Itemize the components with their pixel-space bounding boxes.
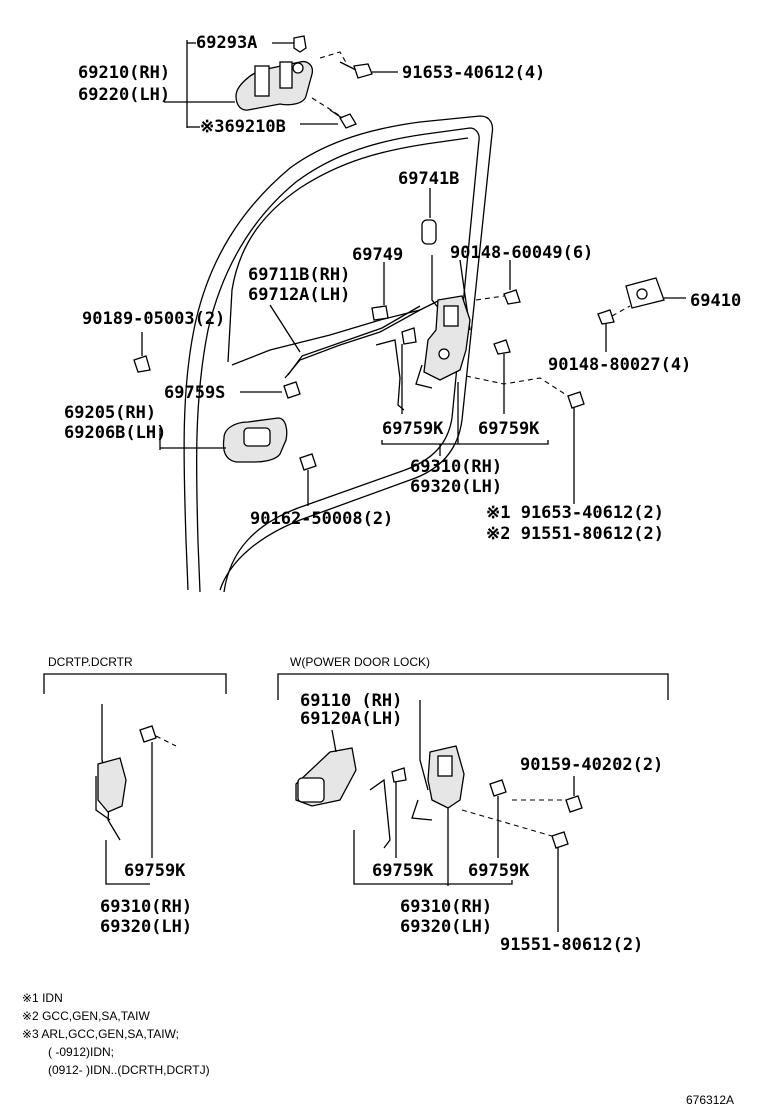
label-69759s: 69759S <box>164 383 225 403</box>
note-5: (0912- )IDN..(DCRTH,DCRTJ) <box>48 1063 210 1077</box>
bracket-69310-top <box>381 382 549 456</box>
clip-90189 <box>133 332 151 373</box>
section-right-title: W(POWER DOOR LOCK) <box>290 655 430 669</box>
screw-69210b <box>329 109 357 129</box>
note-4: ( -0912)IDN; <box>48 1045 114 1059</box>
label-left-69759k: 69759K <box>124 861 186 881</box>
label-69320-top: 69320(LH) <box>410 477 502 497</box>
label-69749: 69749 <box>352 245 403 265</box>
label-69110: 69110 (RH) <box>300 691 402 711</box>
label-right-69759k-b: 69759K <box>468 861 530 881</box>
clips-69759k-top <box>401 327 511 414</box>
label-69712a: 69712A(LH) <box>248 285 350 305</box>
label-91653-2: ※1 91653-40612(2) <box>486 503 664 523</box>
label-69711b: 69711B(RH) <box>248 265 350 285</box>
label-left-69310: 69310(RH) <box>100 897 192 917</box>
label-right-69320: 69320(LH) <box>400 917 492 937</box>
label-91551-2: ※2 91551-80612(2) <box>486 524 664 544</box>
bolt-90148-60049 <box>475 289 521 305</box>
label-69759k-b: 69759K <box>478 419 540 439</box>
note-3: ※3 ARL,GCC,GEN,SA,TAIW; <box>22 1027 179 1041</box>
label-69210b: ※369210B <box>200 117 286 137</box>
screw-90162 <box>299 453 317 506</box>
note-2: ※2 GCC,GEN,SA,TAIW <box>22 1009 151 1023</box>
label-69220lh: 69220(LH) <box>78 85 170 105</box>
label-69120a: 69120A(LH) <box>300 709 402 729</box>
clip-69293a <box>293 35 307 53</box>
label-90148-6: 90148-60049(6) <box>450 243 593 263</box>
striker-69410 <box>625 277 686 309</box>
label-69293a: 69293A <box>196 33 257 53</box>
clip-69759s <box>240 381 301 399</box>
label-90189: 90189-05003(2) <box>82 309 225 329</box>
section-power-door-lock <box>277 673 669 932</box>
label-90162: 90162-50008(2) <box>250 509 393 529</box>
bolt-90148-80027 <box>597 305 631 352</box>
bolt-91653 <box>339 61 373 79</box>
label-90159: 90159-40202(2) <box>520 755 663 775</box>
section-dcrtp <box>43 673 227 885</box>
label-69205: 69205(RH) <box>64 403 156 423</box>
outside-handle-group <box>164 35 398 129</box>
door-lock-assembly-top <box>415 295 471 389</box>
clip-69749 <box>371 305 389 321</box>
label-left-69320: 69320(LH) <box>100 917 192 937</box>
figure-id: 676312A <box>686 1093 734 1107</box>
actuator-69110 <box>295 729 357 807</box>
label-90148-4: 90148-80027(4) <box>548 355 691 375</box>
label-right-69759k-a: 69759K <box>372 861 434 881</box>
section-left-title: DCRTP.DCRTR <box>48 655 133 669</box>
label-right-91551: 91551-80612(2) <box>500 935 643 955</box>
label-69741b: 69741B <box>398 169 459 189</box>
label-69410: 69410 <box>690 291 741 311</box>
label-69210rh: 69210(RH) <box>78 63 170 83</box>
bolt-91653-40612 <box>465 375 585 504</box>
label-69759k-a: 69759K <box>382 419 444 439</box>
note-1: ※1 IDN <box>22 991 63 1005</box>
door-outline <box>183 115 494 593</box>
label-69206b: 69206B(LH) <box>64 423 166 443</box>
label-91653-top: 91653-40612(4) <box>402 63 545 83</box>
label-right-69310: 69310(RH) <box>400 897 492 917</box>
label-69310-top: 69310(RH) <box>410 457 502 477</box>
inside-handle-69205 <box>159 417 288 463</box>
knob-69741b <box>421 219 437 245</box>
